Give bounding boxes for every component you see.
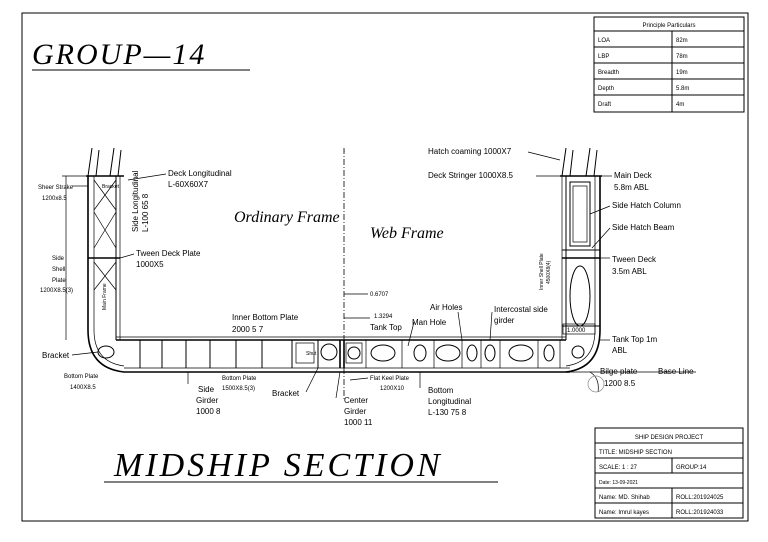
label-intercostal-2: girder	[494, 316, 515, 325]
label-deck-longitudinal: Deck Longitudinal	[168, 169, 232, 178]
label-side-longitudinal: Side Longitudinal	[131, 170, 140, 232]
label-inner-shell-plate: Inner Shell Plate	[539, 253, 545, 290]
label-main-deck-abl: 5.8m ABL	[614, 183, 649, 192]
particular-value: 5.8m	[676, 86, 689, 92]
title-block: SHIP DESIGN PROJECT TITLE: MIDSHIP SECTI…	[594, 427, 744, 519]
label-bottom-plate-mid-size: 1500X8.5(3)	[222, 386, 255, 392]
label-bottom-plate-mid: Bottom Plate	[222, 376, 257, 382]
label-intercostal: Intercostal side	[494, 305, 548, 314]
label-main-deck: Main Deck	[614, 171, 653, 180]
label-bottom-longitudinal-2: Longitudinal	[428, 397, 471, 406]
particular-label: Breadth	[598, 70, 619, 76]
title-block-scale: SCALE: 1 : 27	[599, 465, 638, 471]
label-sheer-strake: Sheer Strake	[38, 185, 74, 191]
particular-label: LOA	[598, 38, 610, 44]
label-side-girder-size: 1000 8	[196, 407, 221, 416]
label-air-holes: Air Holes	[430, 303, 462, 312]
left-side-shell	[87, 176, 125, 373]
title-block-date: Date: 13-09-2021	[599, 480, 638, 486]
title-block-roll1: ROLL:201924025	[676, 495, 724, 501]
label-deck-longitudinal-size: L-60X60X7	[168, 180, 209, 189]
label-hatch-coaming: Hatch coaming 1000X7	[428, 147, 512, 156]
label-side-girder: Side	[198, 385, 215, 394]
midship-section-drawing: ↓	[86, 147, 605, 400]
title-block-project: SHIP DESIGN PROJECT	[635, 435, 704, 441]
label-tank-top-abl: ABL	[612, 346, 628, 355]
label-tween-deck-plate: Tween Deck Plate	[136, 249, 201, 258]
label-side-longitudinal-size: L-100 65 8	[141, 193, 150, 232]
label-bilge-plate: Bilge plate	[600, 367, 638, 376]
particular-label: Depth	[598, 86, 614, 92]
label-bracket-small: Bracket	[102, 184, 120, 190]
label-flat-keel: Flat Keel Plate	[370, 376, 410, 382]
label-side-girder-2: Girder	[196, 396, 219, 405]
main-title: MIDSHIP SECTION	[113, 447, 443, 484]
label-tank-top-1m: Tank Top 1m	[612, 335, 658, 344]
title-block-group: GROUP:14	[676, 465, 707, 471]
label-bottom-longitudinal-size: L-130 75 8	[428, 408, 467, 417]
label-side-hatch-beam: Side Hatch Beam	[612, 223, 675, 232]
title-block-roll2: ROLL:201924033	[676, 510, 724, 516]
label-inner-shell-plate-size: 4500X8(4)	[546, 260, 552, 284]
label-ordinary-frame: Ordinary Frame	[234, 209, 340, 226]
label-bracket-left: Bracket	[42, 351, 70, 360]
label-dim-1-3294: 1.3294	[374, 314, 393, 320]
particular-label: Draft	[598, 102, 611, 108]
particulars-heading: Principle Particulars	[642, 23, 695, 29]
label-bracket-mid: Bracket	[272, 389, 300, 398]
label-base-line: Base Line	[658, 367, 694, 376]
label-bottom-plate-left-size: 1400X8.5	[70, 385, 96, 391]
particular-value: 4m	[676, 102, 684, 108]
annotations: Sheer Strake 1200x8.5 Bracket Side Shell…	[38, 147, 696, 427]
label-bottom-longitudinal: Bottom	[428, 386, 454, 395]
label-tank-top: Tank Top	[370, 323, 402, 332]
particulars-table: Principle Particulars LOA 82m LBP 78m Br…	[593, 16, 745, 113]
label-inner-bottom-plate-size: 2000 5 7	[232, 325, 264, 334]
label-bottom-plate-left: Bottom Plate	[64, 374, 99, 380]
title-block-name2: Name: Imrul kayes	[599, 510, 649, 516]
particular-value: 82m	[676, 38, 688, 44]
shut-text: Shut	[306, 351, 317, 357]
label-side-shell-size: 1200X8.5(3)	[40, 288, 73, 294]
title-block-title: TITLE: MIDSHIP SECTION	[599, 450, 672, 456]
label-man-hole: Man Hole	[412, 318, 447, 327]
label-web-frame: Web Frame	[370, 225, 444, 242]
label-sheer-strake-size: 1200x8.5	[42, 196, 67, 202]
svg-text:↓: ↓	[343, 148, 346, 154]
particular-value: 19m	[676, 70, 688, 76]
label-center-girder-2: Girder	[344, 407, 367, 416]
label-dim-0-6707: 0.6707	[370, 292, 389, 298]
label-side-shell-3: Plate	[52, 278, 66, 284]
label-tween-deck-abl: 3.5m ABL	[612, 267, 647, 276]
label-main-frame: Main Frame	[102, 283, 108, 310]
label-flat-keel-size: 1200X10	[380, 386, 405, 392]
label-center-girder: Center	[344, 396, 368, 405]
label-side-shell-2: Shell	[52, 267, 65, 273]
particular-label: LBP	[598, 54, 609, 60]
label-tween-deck: Tween Deck	[612, 255, 657, 264]
label-inner-bottom-plate: Inner Bottom Plate	[232, 313, 299, 322]
label-deck-stringer: Deck Stringer 1000X8.5	[428, 171, 513, 180]
label-side-hatch-column: Side Hatch Column	[612, 201, 681, 210]
sheet-border	[21, 12, 749, 522]
label-dim-1-0000: 1.0000	[567, 328, 586, 334]
label-bilge-plate-size: 1200 8.5	[604, 379, 636, 388]
particular-value: 78m	[676, 54, 688, 60]
right-side-shell	[565, 176, 601, 373]
label-side-shell: Side	[52, 256, 65, 262]
label-center-girder-size: 1000 11	[344, 418, 373, 427]
label-tween-deck-plate-size: 1000X5	[136, 260, 164, 269]
title-block-name1: Name: MD. Shihab	[599, 495, 650, 501]
group-title: GROUP—14	[32, 38, 206, 71]
